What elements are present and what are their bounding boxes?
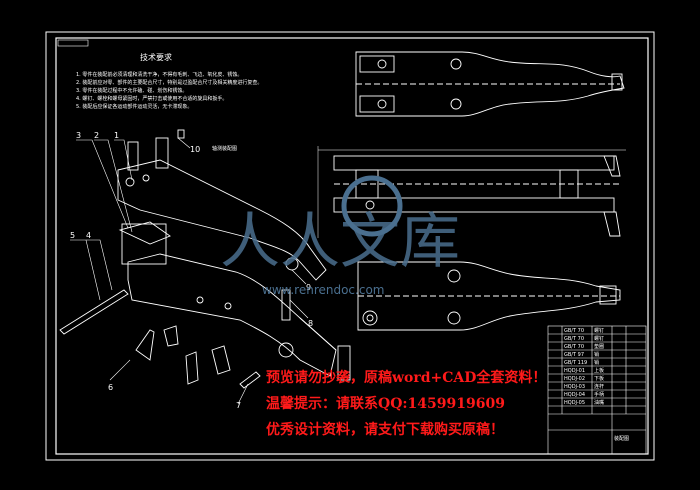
part-number: 7 <box>236 401 241 410</box>
parts-name: 垫圈 <box>594 343 604 350</box>
parts-name: 螺钉 <box>594 327 604 334</box>
title-block-footer: 装配图 <box>614 435 629 442</box>
watermark-brand: 人人文库 <box>220 207 460 277</box>
note-line: 4. 螺钉、螺栓和螺母紧固时，严禁打击或使用不合适的旋具和扳手。 <box>76 95 227 102</box>
parts-row: HQDJ-01 <box>564 368 585 374</box>
promo-line: 预览请勿抄袭，原稿word+CAD全套资料！ <box>266 369 546 386</box>
parts-name: 上板 <box>594 367 604 374</box>
title-block <box>547 325 647 455</box>
notes-title: 技术要求 <box>140 52 172 62</box>
parts-row: GB/T 70 <box>564 328 584 334</box>
promo-line: 优秀设计资料，请支付下载购买原稿！ <box>266 421 504 438</box>
inner-frame <box>55 37 649 455</box>
parts-row: GB/T 70 <box>564 336 584 342</box>
isometric-assembly <box>59 129 351 389</box>
leaders <box>70 137 309 405</box>
top-view <box>355 51 625 117</box>
parts-name: 销 <box>594 359 599 366</box>
watermark-url: www.renrendoc.com <box>262 283 384 297</box>
part-number: 8 <box>308 319 313 328</box>
parts-row: GB/T 119 <box>564 360 587 366</box>
part-number: 2 <box>94 131 99 140</box>
part-number: 1 <box>114 131 119 140</box>
parts-row: HQDJ-04 <box>564 392 585 398</box>
parts-name: 手柄 <box>594 391 604 398</box>
bottom-view <box>357 261 621 331</box>
parts-name: 螺钉 <box>594 335 604 342</box>
part-number: 10 <box>190 145 200 154</box>
promo-line: 温馨提示：请联系QQ:1459919609 <box>266 395 505 412</box>
part-number: 6 <box>108 383 113 392</box>
part-number: 9 <box>306 283 311 292</box>
note-line: 3. 零件在装配过程中不允许磕、碰、划伤和锈蚀。 <box>76 87 187 94</box>
note-line: 5. 装配后应保证各运动部件运动灵活，无卡滞现象。 <box>76 103 192 110</box>
part-number: 4 <box>86 231 91 240</box>
parts-name: 连杆 <box>594 383 604 390</box>
note-line: 2. 装配前应对零、部件的主要配合尺寸，特别是过盈配合尺寸及相关精度进行复查。 <box>76 79 262 86</box>
parts-row: GB/T 70 <box>564 344 584 350</box>
note-line: 1. 零件在装配前必须清理和清洗干净，不得有毛刺、飞边、氧化皮、锈蚀。 <box>76 71 242 78</box>
parts-row: HQDJ-05 <box>564 400 585 406</box>
parts-list: GB/T 70 GB/T 70 GB/T 70 GB/T 97 GB/T 119… <box>564 327 629 442</box>
view-title: 轴测装配图 <box>212 145 237 152</box>
parts-row: GB/T 97 <box>564 352 584 358</box>
notes-block: 1. 零件在装配前必须清理和清洗干净，不得有毛刺、飞边、氧化皮、锈蚀。 2. 装… <box>76 71 262 110</box>
parts-row: HQDJ-02 <box>564 376 585 382</box>
corner-tag <box>57 39 89 47</box>
part-number: 5 <box>70 231 75 240</box>
watermark: 人人文库 www.renrendoc.com <box>220 175 460 297</box>
parts-name: 销 <box>594 351 599 358</box>
parts-row: HQDJ-03 <box>564 384 585 390</box>
parts-name: 下板 <box>594 375 604 382</box>
promo-overlay: 预览请勿抄袭，原稿word+CAD全套资料！ 温馨提示：请联系QQ:145991… <box>266 369 546 438</box>
parts-name: 油嘴 <box>594 399 604 406</box>
outer-frame <box>45 31 655 461</box>
part-number: 3 <box>76 131 81 140</box>
